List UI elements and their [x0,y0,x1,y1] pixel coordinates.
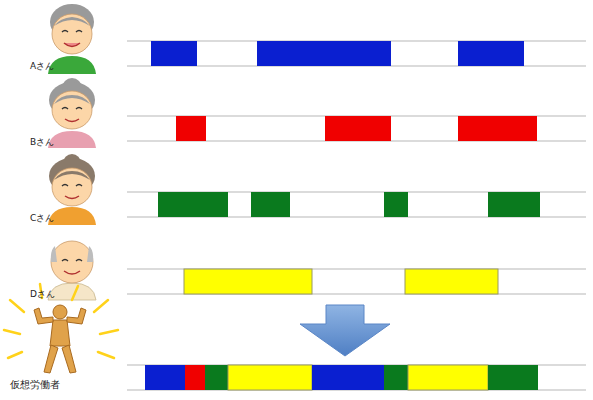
torso [50,320,70,346]
eyes [62,31,82,33]
work-bar [405,269,498,294]
arm [67,308,86,324]
work-bar [384,365,408,390]
work-bar [251,192,290,217]
work-bar [176,116,206,141]
hair [54,17,90,26]
burst-lines [4,284,118,358]
work-bar [488,365,538,390]
shirt [48,131,96,148]
person-label: Bさん [30,138,54,148]
work-bar [488,192,540,217]
person-label: Cさん [30,214,54,224]
person-label: Dさん [30,290,55,300]
mouth [64,43,80,47]
shirt [48,283,96,300]
work-bar [325,116,391,141]
hair [54,171,90,180]
track-lines [127,41,586,390]
burst-line [8,352,22,358]
person-label: Aさん [30,62,54,72]
work-bars-d [184,269,498,294]
work-bar [145,365,185,390]
face [51,241,93,283]
work-bar [384,192,408,217]
burst-line [100,330,118,334]
work-bar [257,41,391,66]
down-arrow [300,305,390,356]
burst-line [4,330,20,334]
work-bars-b [176,116,537,141]
leg [44,345,58,373]
burst-line [94,300,108,312]
shirt [48,56,96,74]
work-bar [408,365,488,390]
leg [62,345,76,373]
work-bar [205,365,228,390]
work-bar [458,116,537,141]
burst-line [10,300,24,312]
person-a-icon [48,4,96,74]
work-bar [312,365,384,390]
work-bars-combined [145,365,538,390]
work-bar [185,365,205,390]
head [53,305,67,319]
face [52,168,92,206]
eyes [62,185,82,187]
mouth [65,196,79,199]
work-bar [184,269,312,294]
person-c-icon [48,154,96,225]
burst-line [72,286,78,300]
work-bar [228,365,312,390]
person-b-icon [48,78,96,148]
work-bar [458,41,524,66]
hair [54,95,90,104]
person-d-icon [48,241,96,300]
shirt [48,207,96,225]
face [52,14,92,54]
eyes [62,108,82,110]
work-bars-c [158,192,540,217]
arm [34,308,53,324]
mouth [65,119,79,122]
work-bar [158,192,228,217]
burst-line [98,352,114,358]
mouth [64,271,80,274]
hair [51,246,93,262]
work-bar [151,41,197,66]
face [52,91,92,129]
worker-label: 仮想労働者 [10,379,60,390]
eyes [62,260,82,262]
virtual-worker-figure [34,305,86,373]
work-bars-a [151,41,524,66]
